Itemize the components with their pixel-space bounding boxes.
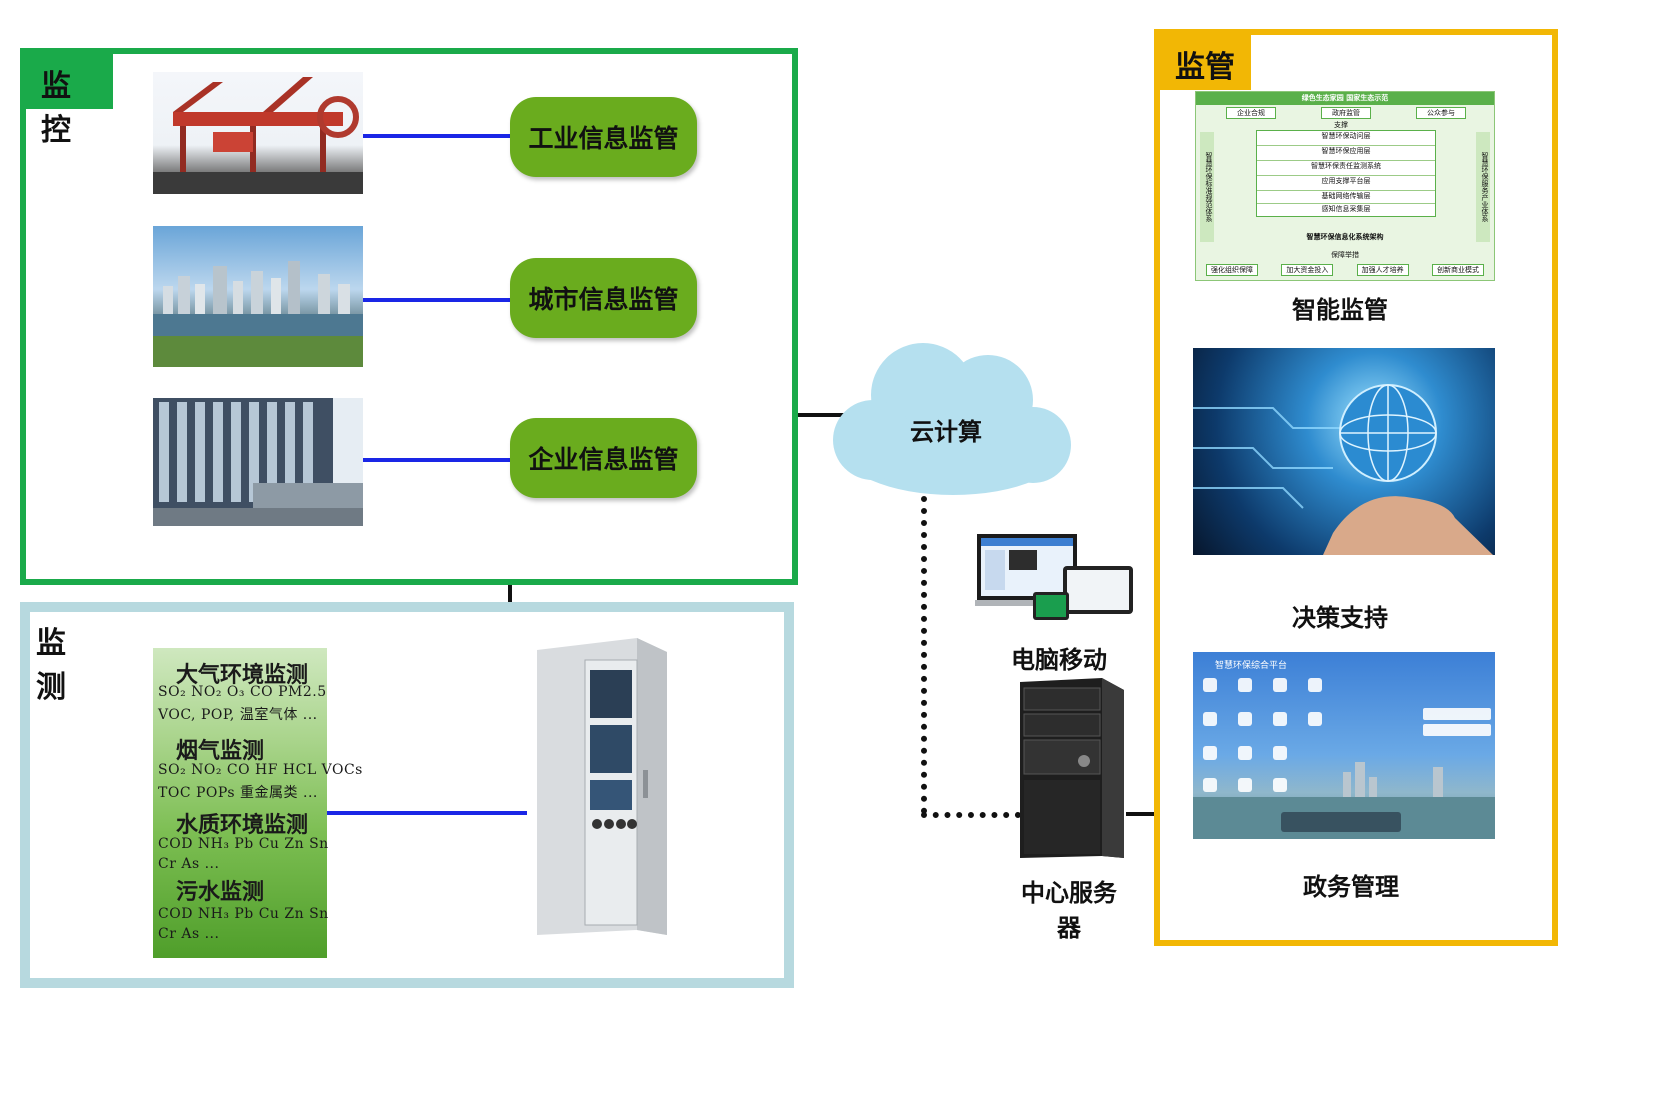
monitoring-cabinet-icon (527, 630, 674, 940)
link-enterprise (363, 458, 511, 462)
arch-guarantee: 保障举措 (1331, 251, 1359, 259)
arch-footer: 智慧环保信息化系统架构 (1306, 233, 1384, 241)
arch-bottom-item: 强化组织保障 (1206, 264, 1258, 276)
monitor-control-tag: 监控 (25, 53, 113, 148)
air-monitoring-line-2: VOC, POP, 温室气体 ... (158, 707, 318, 723)
enterprise-photo (153, 398, 363, 526)
cloud-computing-label: 云计算 (910, 417, 982, 446)
link-city (363, 298, 511, 302)
sewage-line-2: Cr As ... (158, 926, 220, 942)
supervision-tag: 监管 (1159, 34, 1251, 90)
decision-support-caption: 决策支持 (1292, 603, 1388, 632)
city-supervision-button[interactable]: 城市信息监管 (510, 258, 697, 338)
arch-top-item: 公众参与 (1416, 107, 1466, 119)
city-photo (153, 226, 363, 367)
central-server-label: 中心服务器 (1021, 878, 1117, 942)
arch-row: 基础网络传输层 (1257, 191, 1435, 204)
arch-right-column: 智慧环保服务产业体系 (1476, 132, 1490, 242)
cloud-computing-icon (828, 330, 1078, 500)
arch-top-item: 企业合规 (1226, 107, 1276, 119)
arch-row: 感知信息采集层 (1321, 205, 1371, 213)
arch-bottom-item: 加强人才培养 (1356, 264, 1409, 276)
air-monitoring-title: 大气环境监测 (176, 662, 309, 688)
arch-bottom-item: 创新商业模式 (1431, 264, 1484, 276)
monitoring-tag: 监测 (30, 612, 98, 705)
monitoring-panel: 监测 (20, 602, 794, 988)
flue-gas-line-1: SO₂ NO₂ CO HF HCL VOCs (158, 762, 363, 778)
water-line-2: Cr As ... (158, 856, 220, 872)
link-industrial (363, 134, 511, 138)
enterprise-supervision-button[interactable]: 企业信息监管 (510, 418, 697, 498)
link-cabinet (327, 811, 527, 815)
air-monitoring-line-1: SO₂ NO₂ O₃ CO PM2.5 (158, 684, 327, 700)
central-server-icon (1018, 676, 1126, 861)
water-line-1: COD NH₃ Pb Cu Zn Sn (158, 836, 329, 852)
flue-gas-line-2: TOC POPs 重金属类 ... (158, 785, 318, 801)
panel-connector (508, 585, 512, 603)
sewage-monitoring-title: 污水监测 (176, 879, 265, 905)
link-cloud-server-horizontal (921, 812, 1021, 818)
sewage-line-1: COD NH₃ Pb Cu Zn Sn (158, 906, 329, 922)
government-platform-screenshot: 智慧环保综合平台 (1193, 652, 1495, 839)
arch-row: 智慧环保责任监测系统 (1257, 161, 1435, 176)
link-server-supervision (1126, 812, 1156, 816)
arch-bottom-item: 加大资金投入 (1281, 264, 1334, 276)
industrial-supervision-button[interactable]: 工业信息监管 (510, 97, 697, 177)
water-monitoring-title: 水质环境监测 (176, 812, 309, 838)
government-management-caption: 政务管理 (1303, 872, 1399, 901)
arch-top-title: 绿色生态家园 国家生态示范 (1196, 92, 1494, 105)
link-cloud-server-vertical (921, 496, 927, 814)
arch-left-column: 智慧环保标准规范体系 (1200, 132, 1214, 242)
arch-support-label: 支撑 (1334, 121, 1348, 129)
flue-gas-monitoring-title: 烟气监测 (176, 738, 265, 764)
arch-row: 智慧环保动问层 (1257, 131, 1435, 146)
platform-title: 智慧环保综合平台 (1215, 661, 1288, 671)
smart-supervision-architecture: 绿色生态家园 国家生态示范 企业合规 政府监管 公众参与 支撑 智慧环保标准规范… (1195, 91, 1495, 281)
decision-support-image (1193, 348, 1495, 555)
pc-mobile-icon (975, 532, 1135, 622)
arch-row: 应用支撑平台层 (1257, 176, 1435, 191)
industrial-photo (153, 72, 363, 194)
smart-supervision-caption: 智能监管 (1292, 295, 1388, 324)
arch-top-item: 政府监管 (1321, 107, 1371, 119)
link-control-cloud (798, 413, 882, 417)
arch-row: 智慧环保应用层 (1257, 146, 1435, 161)
monitoring-indicators-card (153, 648, 327, 958)
